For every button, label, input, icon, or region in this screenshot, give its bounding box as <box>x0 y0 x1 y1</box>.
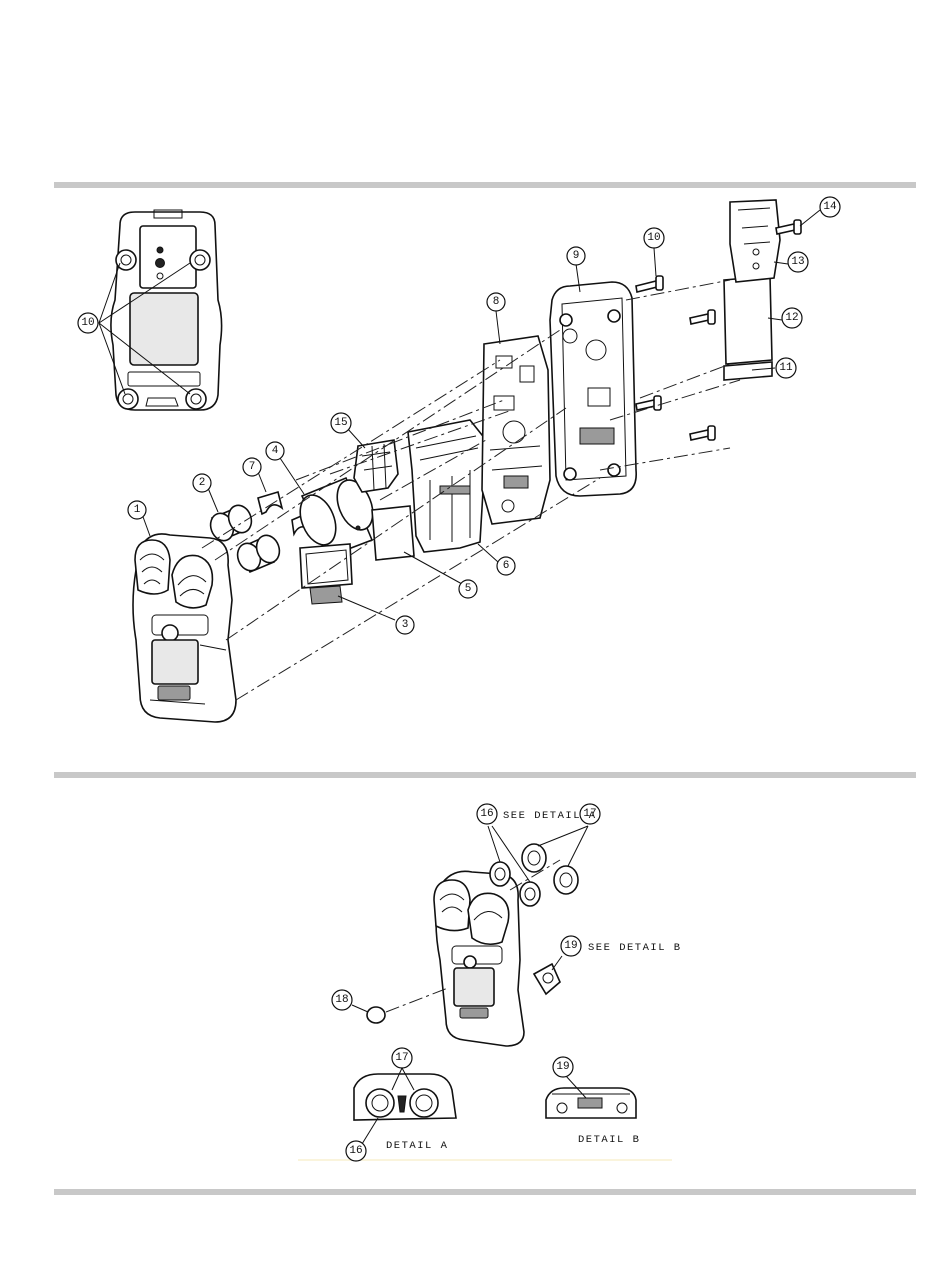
callout-10a: 10 <box>78 313 98 333</box>
svg-text:19: 19 <box>564 940 577 952</box>
svg-text:1: 1 <box>134 504 141 516</box>
svg-text:12: 12 <box>785 312 798 324</box>
callout-19b: 19 <box>553 1057 573 1077</box>
callout-3: 3 <box>396 616 414 634</box>
svg-text:6: 6 <box>503 560 510 572</box>
svg-text:2: 2 <box>199 477 206 489</box>
svg-text:16: 16 <box>349 1145 362 1157</box>
callout-1: 1 <box>128 501 146 519</box>
part-16-17-filters <box>490 844 578 906</box>
see-detail-a-label: SEE DETAIL A <box>503 810 597 822</box>
part-18-seal <box>367 1007 385 1023</box>
part-19-connector <box>534 964 560 994</box>
svg-text:9: 9 <box>573 250 580 262</box>
detail-b-label: DETAIL B <box>578 1134 640 1146</box>
svg-text:8: 8 <box>493 296 500 308</box>
bottom-device <box>434 871 524 1046</box>
detail-b-view <box>546 1076 636 1118</box>
svg-text:3: 3 <box>402 619 409 631</box>
callout-10b: 10 <box>644 228 664 248</box>
callout-12: 12 <box>782 308 802 328</box>
part-8-pcb <box>482 336 550 524</box>
svg-text:16: 16 <box>480 808 493 820</box>
callout-19a: 19 <box>561 936 581 956</box>
svg-text:10: 10 <box>647 232 660 244</box>
see-detail-b-label: SEE DETAIL B <box>588 942 682 954</box>
part-14-screw <box>776 220 801 234</box>
part-1-front-housing <box>133 534 236 722</box>
callout-4: 4 <box>266 442 284 460</box>
svg-text:14: 14 <box>823 201 837 213</box>
part-3-display <box>300 544 352 604</box>
callout-7: 7 <box>243 458 261 476</box>
svg-text:18: 18 <box>335 994 348 1006</box>
detail-a-label: DETAIL A <box>386 1140 448 1152</box>
callout-14: 14 <box>820 197 840 217</box>
callout-8: 8 <box>487 293 505 311</box>
callout-11: 11 <box>776 358 796 378</box>
svg-text:15: 15 <box>334 417 347 429</box>
svg-text:5: 5 <box>465 583 472 595</box>
rear-view-device <box>99 210 222 410</box>
svg-text:10: 10 <box>81 317 94 329</box>
callout-18: 18 <box>332 990 352 1010</box>
callout-17b: 17 <box>392 1048 412 1068</box>
svg-text:13: 13 <box>791 256 804 268</box>
part-9-rear-housing <box>550 282 636 496</box>
callout-16b: 16 <box>346 1141 366 1161</box>
part-10-screws <box>636 276 715 440</box>
part-5-plate <box>372 506 414 560</box>
part-6-sensor-frame <box>408 420 486 552</box>
svg-text:11: 11 <box>779 362 793 374</box>
svg-text:7: 7 <box>249 461 256 473</box>
part-13-belt-clip <box>730 200 780 282</box>
svg-text:19: 19 <box>556 1061 569 1073</box>
callout-9: 9 <box>567 247 585 265</box>
svg-text:17: 17 <box>395 1052 408 1064</box>
callout-16a: 16 <box>477 804 497 824</box>
callout-5: 5 <box>459 580 477 598</box>
detail-a-view <box>354 1068 456 1144</box>
callout-13: 13 <box>788 252 808 272</box>
callout-6: 6 <box>497 557 515 575</box>
part-12-plate <box>724 276 772 364</box>
svg-text:4: 4 <box>272 445 279 457</box>
callout-15: 15 <box>331 413 351 433</box>
part-11-label <box>724 362 772 380</box>
callout-2: 2 <box>193 474 211 492</box>
